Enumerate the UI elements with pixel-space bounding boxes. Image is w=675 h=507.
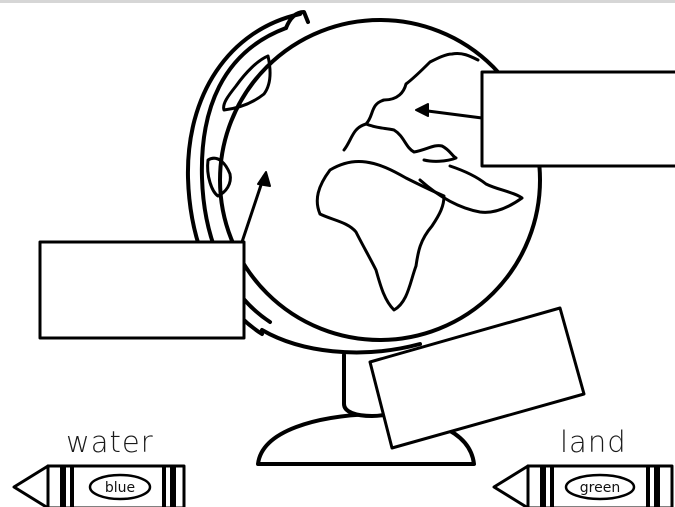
crayon-icon-water	[14, 466, 184, 507]
caption-land: land	[560, 428, 627, 457]
crayon-label-water: blue	[105, 480, 135, 496]
meridian-ring-top	[286, 12, 308, 28]
caption-water: water	[66, 428, 154, 457]
answer-box-left[interactable]	[40, 242, 244, 338]
answer-box-top-right[interactable]	[482, 72, 675, 166]
crayon-label-land: green	[580, 480, 620, 496]
